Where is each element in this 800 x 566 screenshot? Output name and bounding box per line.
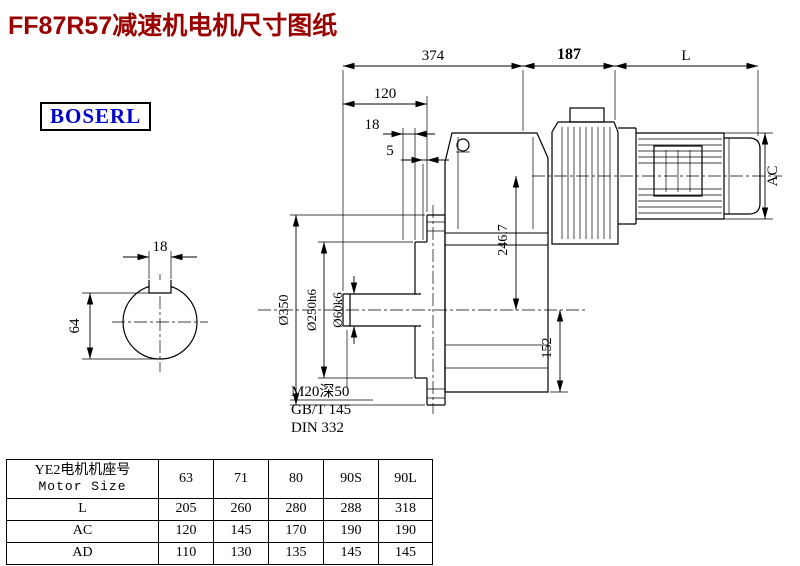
table-header-zh: YE2电机机座号 [34,463,131,479]
table-cell: 318 [378,498,433,521]
note-gb-standard: GB/T 145 [291,402,351,418]
flange-spigot [414,241,427,379]
keyway-notch [148,280,172,294]
centerlines [112,175,782,414]
motor-nameplate [653,145,703,197]
dim-ac-label: AC [765,166,781,187]
dim-152-label: 152 [540,338,555,359]
note-thread: M20深50 [291,383,349,400]
table-cell: 135 [268,542,324,565]
row-label: AD [6,542,159,565]
dim-18-step-label: 18 [365,117,380,133]
table-header-cell: 80 [268,459,324,499]
brand-logo: BOSERL [40,102,152,131]
dim-187-label: 187 [557,46,581,63]
table-cell: 205 [158,498,214,521]
table-row-L: L 205 260 280 288 318 [6,498,433,521]
table-header-cell: 71 [213,459,269,499]
dimension-lines [290,62,773,406]
note-din-standard: DIN 332 [291,420,344,436]
table-cell: 120 [158,520,214,543]
fan-cowl [724,137,761,215]
table-header-cell: 63 [158,459,214,499]
row-label: AC [6,520,159,543]
table-cell: 288 [323,498,379,521]
dim-L-label: L [681,48,690,64]
output-shaft [342,293,421,327]
dim-d250-label: Ø250h6 [304,289,319,331]
dim-120-label: 120 [374,86,397,102]
table-row-AC: AC 120 145 170 190 190 [6,520,433,543]
dim-64-label: 64 [67,318,83,334]
table-header-cell: 90L [378,459,433,499]
dim-5-label: 5 [386,143,394,159]
intermediate-gearbox [551,107,619,245]
table-header-cell: 90S [323,459,379,499]
top-plug [569,107,605,123]
dim-374-label: 374 [422,48,445,64]
dimension-labels: 374 187 L 120 18 5 18 64 Ø350 Ø250h6 Ø60… [67,46,781,436]
table-cell: 190 [323,520,379,543]
table-cell: 130 [213,542,269,565]
table-cell: 145 [213,520,269,543]
table-cell: 145 [323,542,379,565]
motor-size-table: YE2电机机座号 Motor Size 63 71 80 90S 90L L 2… [6,459,433,565]
eye-bolt [456,138,470,152]
table-cell: 190 [378,520,433,543]
table-header-row: YE2电机机座号 Motor Size 63 71 80 90S 90L [6,459,433,499]
table-cell: 260 [213,498,269,521]
dim-246-label: 246.7 [496,224,511,256]
dim-d60-label: Ø60k6 [330,292,345,328]
brand-logo-text: BOSERL [50,104,142,128]
table-cell: 170 [268,520,324,543]
table-header-motor-size: YE2电机机座号 Motor Size [6,459,159,499]
shaft-section-view [82,251,198,360]
table-header-en: Motor Size [38,478,127,494]
gearbox-housing [444,132,549,393]
motor [618,127,761,225]
dim-key-width-label: 18 [153,239,168,255]
table-cell: 110 [158,542,214,565]
page-title: FF87R57减速机电机尺寸图纸 [8,12,338,40]
table-row-AD: AD 110 130 135 145 145 [6,542,433,565]
table-cell: 280 [268,498,324,521]
table-cell: 145 [378,542,433,565]
row-label: L [6,498,159,521]
dim-d350-label: Ø350 [277,294,292,325]
